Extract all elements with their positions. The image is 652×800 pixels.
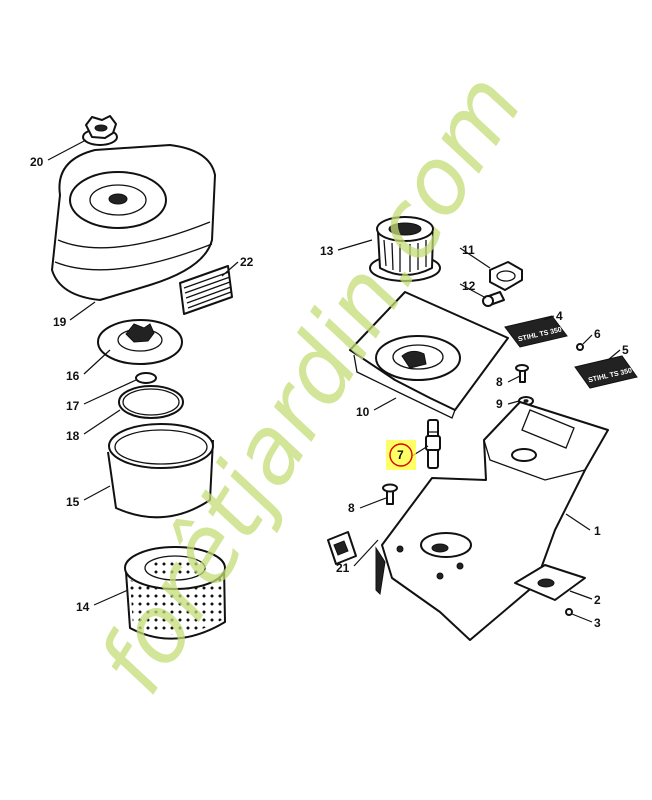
callout-2[interactable]: 2 — [594, 593, 601, 607]
callout-labels: 20 22 19 16 17 18 15 14 13 11 12 4 6 5 8… — [30, 155, 629, 630]
leader-lines — [47, 139, 621, 623]
callout-8-upper[interactable]: 8 — [496, 375, 503, 389]
callout-6[interactable]: 6 — [594, 327, 601, 341]
callout-1[interactable]: 1 — [594, 524, 601, 538]
callout-22[interactable]: 22 — [240, 255, 254, 269]
callout-8-lower[interactable]: 8 — [348, 501, 355, 515]
callout-4[interactable]: 4 — [556, 309, 563, 323]
callout-20[interactable]: 20 — [30, 155, 44, 169]
callout-17[interactable]: 17 — [66, 399, 80, 413]
part-20-wing-nut[interactable] — [82, 115, 118, 146]
callout-15[interactable]: 15 — [66, 495, 80, 509]
callout-9[interactable]: 9 — [496, 397, 503, 411]
part-10-mounting-plate[interactable] — [349, 291, 509, 419]
callout-14[interactable]: 14 — [76, 600, 90, 614]
callout-16[interactable]: 16 — [66, 369, 80, 383]
part-7-stud[interactable] — [425, 419, 441, 469]
part-3-small-screw[interactable] — [565, 608, 573, 616]
callout-18[interactable]: 18 — [66, 429, 80, 443]
callout-12[interactable]: 12 — [462, 279, 476, 293]
part-5-decal[interactable]: STIHL TS 350 AVE — [574, 355, 648, 389]
part-13-inner-filter[interactable] — [369, 216, 441, 282]
part-6-small-screw[interactable] — [576, 343, 584, 351]
part-19-filter-cover[interactable] — [51, 144, 216, 301]
callout-10[interactable]: 10 — [356, 405, 370, 419]
part-8-lower-screw[interactable] — [382, 483, 398, 505]
callout-7[interactable]: 7 — [397, 448, 404, 462]
callout-5[interactable]: 5 — [622, 343, 629, 357]
highlight-marker — [386, 440, 416, 470]
callout-11[interactable]: 11 — [462, 243, 475, 257]
part-1-main-housing[interactable] — [375, 401, 609, 641]
part-14-filter-element[interactable] — [124, 546, 226, 640]
callout-3[interactable]: 3 — [594, 616, 601, 630]
part-4-decal[interactable]: STIHL TS 350 AVE — [504, 315, 578, 348]
part-11-ring-nut[interactable] — [489, 261, 523, 291]
part-15-pre-filter-sleeve[interactable] — [107, 423, 214, 519]
part-8-upper-screw[interactable] — [515, 364, 529, 383]
callout-21[interactable]: 21 — [336, 561, 350, 575]
part-22-grille-decal[interactable] — [179, 265, 233, 315]
part-17-small-o-ring[interactable] — [135, 372, 157, 384]
part-12-bolt[interactable] — [482, 291, 505, 307]
part-18-large-ring[interactable] — [118, 385, 184, 419]
part-21-small-decal[interactable] — [327, 531, 357, 565]
callout-19[interactable]: 19 — [53, 315, 67, 329]
callout-13[interactable]: 13 — [320, 244, 334, 258]
part-16-base-plate[interactable] — [97, 319, 183, 365]
part-2-bracket[interactable] — [514, 564, 586, 601]
